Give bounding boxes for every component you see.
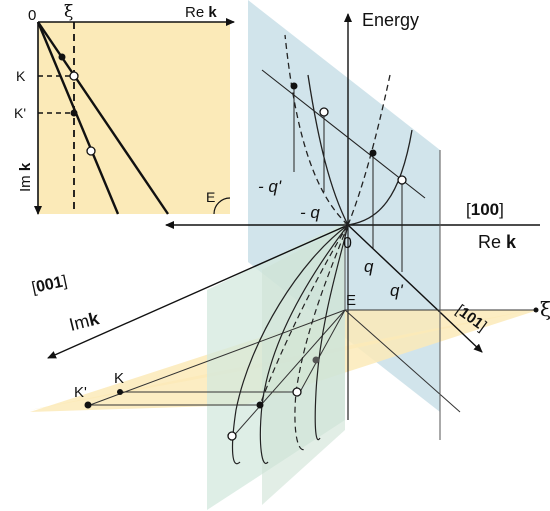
- q-label: q: [364, 257, 374, 276]
- neg-q-label: - q: [300, 203, 320, 222]
- green-plane-right: [262, 226, 345, 505]
- qprime-label: q': [390, 281, 403, 300]
- xi-label: ξ: [540, 297, 550, 321]
- origin-label: 0: [343, 235, 352, 252]
- inset-e-label: E: [206, 189, 215, 205]
- inset-re-k: Re k: [185, 4, 217, 21]
- inset-origin: 0: [28, 7, 36, 24]
- energy-label: Energy: [362, 10, 419, 30]
- dir-100-label: [100]: [466, 200, 504, 219]
- im-k-label: Imk: [67, 308, 102, 335]
- blue-plane: [248, 0, 440, 412]
- neg-qprime-label: - q': [258, 177, 282, 196]
- e-label: E: [346, 292, 356, 309]
- im-k-axis: [47, 224, 349, 359]
- inset-k-label: K: [16, 68, 26, 84]
- inset-xi: ξ: [64, 2, 73, 22]
- inset-panel: [34, 18, 235, 215]
- inset-kprime-label: K': [14, 105, 26, 121]
- inset-im-k: Im k: [17, 162, 34, 192]
- dir-001-label: [001]: [30, 273, 68, 297]
- axis-101: [347, 224, 483, 353]
- k-label: K: [114, 370, 124, 387]
- re-k-label: Re k: [478, 232, 517, 252]
- kprime-label: K': [74, 384, 87, 401]
